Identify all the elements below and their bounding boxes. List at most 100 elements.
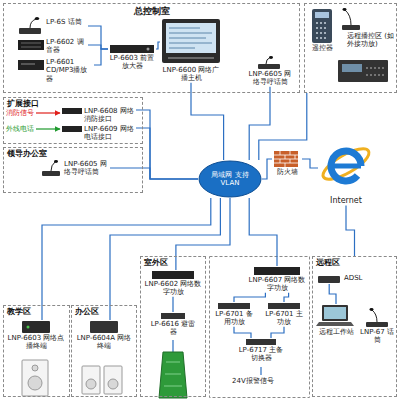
device-label: Internet xyxy=(318,196,374,206)
main-amplifier: LP-6701 主功放 xyxy=(262,302,306,327)
office-area-region: 办公区 LNP-6604A 网络终端 xyxy=(71,305,137,397)
terminal-led xyxy=(27,326,30,329)
device-label: LNP-6604A 网络终端 xyxy=(74,334,134,351)
internet-node: Internet xyxy=(318,140,374,206)
microphone-head xyxy=(343,8,347,11)
network-cable xyxy=(259,93,307,160)
laptop-screen xyxy=(324,307,346,319)
network-terminal: LNP-6603 网络点播终端 xyxy=(6,320,66,351)
fire-interface: LNP-6608 网络消防接口 xyxy=(62,107,136,124)
network-cable xyxy=(234,327,251,338)
network-cable xyxy=(249,87,270,160)
cd-slot xyxy=(21,64,35,65)
microphone-stalk xyxy=(345,10,351,25)
network-label: 局域网 支持VLAN xyxy=(208,171,252,188)
device-label: ADSL xyxy=(344,274,374,282)
device-label: LNP-6605 网络寻呼话筒 xyxy=(246,70,294,87)
device-label: 遥控器 xyxy=(308,44,336,52)
network-cable xyxy=(94,49,108,65)
alarm-wire xyxy=(260,367,261,375)
microphone-head xyxy=(370,308,374,311)
microphone-stalk xyxy=(51,162,55,171)
speaker-symbol xyxy=(104,366,122,394)
arrester-symbol xyxy=(161,313,185,319)
device-label: 防火墙 xyxy=(272,168,302,176)
interface-symbol xyxy=(62,108,82,114)
region-title: 远程区 xyxy=(316,258,396,268)
amplifier-symbol xyxy=(254,267,300,275)
amplifier-device: LNP-6602 网络数字功放 xyxy=(144,270,202,297)
device-label: LNP-6609 网络电话接口 xyxy=(84,125,136,142)
control-room-region: 总控制室LP-6S 话筒LP-6602 调音器LP-6601 CD/MP3播放器… xyxy=(3,3,300,93)
preamp-symbol xyxy=(110,45,154,53)
host-screen-lines xyxy=(169,28,212,48)
network-cable xyxy=(156,42,160,49)
network-cable xyxy=(262,159,272,179)
laptop-screen-frame xyxy=(322,305,348,321)
preamp-device: LP-6603 前置放大器 xyxy=(108,44,156,71)
host-screen xyxy=(166,23,216,53)
host-cabinet xyxy=(162,19,220,63)
mixer-faders xyxy=(21,43,41,47)
microphone-head xyxy=(35,17,39,20)
network-cable xyxy=(234,293,265,302)
preamp-knob xyxy=(147,48,150,51)
microphone-base xyxy=(258,64,280,69)
device-label: LNP-67 话筒 xyxy=(360,328,394,345)
network-cable xyxy=(110,198,220,320)
amplifier-symbol xyxy=(152,271,194,279)
network-cable xyxy=(88,26,108,49)
lan-ellipse-fill xyxy=(199,161,261,197)
remote-controller: 遥控器 xyxy=(308,9,336,52)
backup-amplifier: LP-6701 备用功放 xyxy=(212,302,256,327)
speaker-wire xyxy=(172,340,173,352)
microphone-base xyxy=(42,171,60,176)
network-cable xyxy=(284,293,289,302)
phone-interface: LNP-6609 网络电话接口 xyxy=(62,125,136,142)
region-title: 室外区 xyxy=(144,258,205,268)
terminal-symbol xyxy=(22,321,50,333)
signal-name: 外线电话 xyxy=(6,125,34,133)
region-title: 远程播控区 (如外接功放) xyxy=(347,32,396,49)
modem-symbol xyxy=(318,276,340,283)
network-cable xyxy=(271,327,284,338)
lightning-arrester: LP-6616 避雷器 xyxy=(148,312,198,337)
paging-microphone: LNP-6605 网络寻呼话筒 xyxy=(40,160,110,177)
network-cable xyxy=(302,159,318,168)
firewall-bricks xyxy=(274,151,298,167)
device-label: LP-6717 主备切换器 xyxy=(236,346,286,363)
internet-logo-ring xyxy=(319,143,373,185)
amplifier-keys xyxy=(366,68,384,75)
speaker-symbol xyxy=(82,366,100,394)
microphone-base xyxy=(342,25,360,30)
amplifier-panel xyxy=(342,64,362,72)
network-cable xyxy=(191,83,224,160)
remote-microphone: LNP-67 话筒 xyxy=(360,304,394,345)
device-label: LP-6602 调音器 xyxy=(46,38,88,55)
device-label: LNP-6605 网络寻呼话筒 xyxy=(64,160,110,177)
equipment-region xyxy=(210,257,310,398)
switcher-symbol xyxy=(246,339,276,345)
remote-control-region: 远程播控区 (如外接功放) 遥控器 xyxy=(304,3,397,93)
amplifier-symbol xyxy=(338,60,388,82)
host-buttons xyxy=(168,57,214,59)
microphone-stalk xyxy=(30,19,36,28)
device-label: LP-6S 话筒 xyxy=(46,18,88,26)
modem-device: ADSL xyxy=(318,274,374,284)
amplifier-symbol xyxy=(268,303,300,309)
firewall-symbol xyxy=(274,151,298,167)
mixer-device: LP-6602 调音器 xyxy=(18,38,88,55)
switcher-device: LP-6717 主备切换器 xyxy=(236,338,286,363)
region-title: 办公区 xyxy=(75,307,136,317)
microphone-stalk xyxy=(372,310,377,322)
microphone-base xyxy=(19,28,41,34)
cd-player-device: LP-6601 CD/MP3播放器 xyxy=(18,58,94,83)
microphone-head xyxy=(269,56,273,59)
leader-office-region: 领导办公室LNP-6605 网络寻呼话筒 xyxy=(3,147,143,193)
internet-logo-letter xyxy=(331,151,361,181)
remote-keys xyxy=(316,23,328,38)
remote-controller-symbol xyxy=(312,9,332,43)
device-label: LP-6701 主功放 xyxy=(262,310,306,327)
amplifier-symbol xyxy=(218,303,250,309)
amplifier-device: LNP-6607 网络数字功放 xyxy=(248,266,306,293)
